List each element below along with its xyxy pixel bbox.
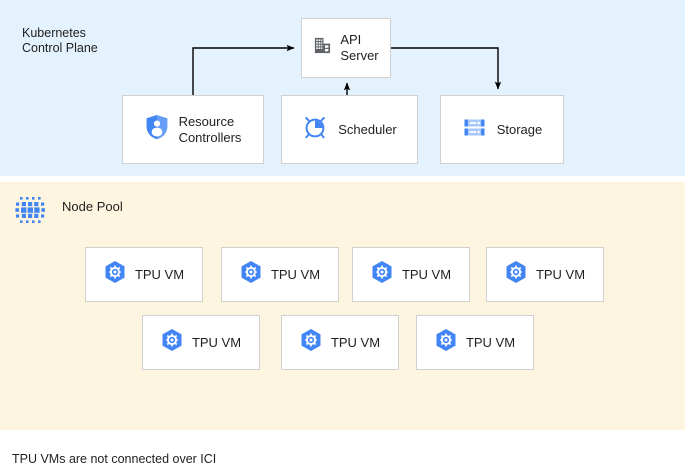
- box-resource-controllers-label: Resource Controllers: [178, 113, 242, 145]
- shield-person-icon: [145, 114, 169, 145]
- box-tpu-vm[interactable]: TPU VM: [142, 315, 260, 370]
- box-tpu-vm-label: TPU VM: [330, 334, 381, 350]
- tpu-hexagon-icon: [161, 328, 183, 357]
- box-api-server-label: API Server: [340, 32, 379, 63]
- tpu-hexagon-icon: [300, 328, 322, 357]
- box-api-server[interactable]: API Server: [301, 18, 391, 78]
- box-tpu-vm[interactable]: TPU VM: [486, 247, 604, 302]
- box-resource-controllers[interactable]: Resource Controllers: [122, 95, 264, 164]
- node-pool-band: [0, 182, 685, 430]
- box-tpu-vm-label: TPU VM: [270, 266, 321, 282]
- alarm-clock-icon: [302, 114, 328, 145]
- box-tpu-vm[interactable]: TPU VM: [352, 247, 470, 302]
- control-plane-title: Kubernetes Control Plane: [22, 26, 98, 55]
- node-pool-title: Node Pool: [62, 199, 123, 214]
- tpu-hexagon-icon: [505, 260, 527, 289]
- tpu-hexagon-icon: [240, 260, 262, 289]
- box-tpu-vm[interactable]: TPU VM: [85, 247, 203, 302]
- box-tpu-vm[interactable]: TPU VM: [281, 315, 399, 370]
- box-storage[interactable]: Storage: [440, 95, 564, 164]
- tpu-hexagon-icon: [371, 260, 393, 289]
- box-tpu-vm-label: TPU VM: [535, 266, 586, 282]
- footnote: TPU VMs are not connected over ICI: [12, 452, 217, 466]
- box-scheduler[interactable]: Scheduler: [281, 95, 418, 164]
- tpu-hexagon-icon: [104, 260, 126, 289]
- box-tpu-vm[interactable]: TPU VM: [416, 315, 534, 370]
- box-tpu-vm-label: TPU VM: [465, 334, 516, 350]
- box-tpu-vm[interactable]: TPU VM: [221, 247, 339, 302]
- building-icon: [313, 36, 332, 60]
- box-tpu-vm-label: TPU VM: [401, 266, 452, 282]
- tpu-hexagon-icon: [435, 328, 457, 357]
- server-rack-icon: [462, 115, 487, 145]
- box-tpu-vm-label: TPU VM: [191, 334, 242, 350]
- node-pool-dots-icon: [12, 192, 52, 232]
- box-storage-label: Storage: [496, 121, 543, 137]
- box-tpu-vm-label: TPU VM: [134, 266, 185, 282]
- box-scheduler-label: Scheduler: [338, 121, 397, 137]
